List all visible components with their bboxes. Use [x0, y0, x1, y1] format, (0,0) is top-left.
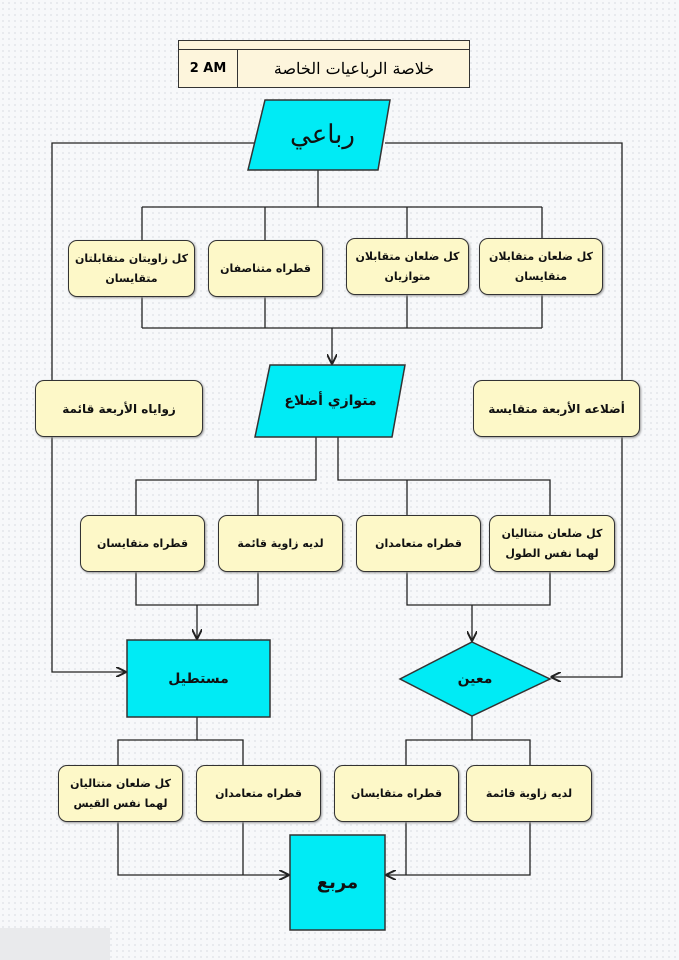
square-shape: [289, 834, 386, 931]
property-box: قطراه متناصفان: [208, 240, 323, 297]
rhombus-label: معين: [457, 671, 493, 687]
property-box: كل ضلعان متقابلان متوازيان: [346, 238, 469, 295]
parallelogram-shape: [254, 364, 406, 438]
property-box: قطراه متقايسان: [80, 515, 205, 572]
title-top-row: [179, 41, 469, 50]
quadrilateral-label: رباعي: [290, 120, 355, 150]
title-table: 2 AM خلاصة الرباعيات الخاصة: [178, 40, 470, 88]
property-box: قطراه متقايسان: [334, 765, 459, 822]
level-label: 2 AM: [179, 49, 238, 87]
property-box: قطراه متعامدان: [356, 515, 481, 572]
property-box: لديه زاوية قائمة: [218, 515, 343, 572]
property-box: كل زاويتان متقابلتان متقايسان: [68, 240, 195, 297]
square-label: مربع: [316, 872, 359, 893]
property-box: لديه زاوية قائمة: [466, 765, 592, 822]
property-box: قطراه متعامدان: [196, 765, 321, 822]
rectangle-label: مستطيل: [168, 670, 229, 687]
property-box: كل ضلعان متتاليان لهما نفس القيس: [58, 765, 183, 822]
page-title: خلاصة الرباعيات الخاصة: [273, 58, 435, 78]
side-property-left: زواياه الأربعة قائمة: [35, 380, 203, 437]
quadrilateral-shape: [247, 99, 391, 171]
property-box: كل ضلعان متتاليان لهما نفس الطول: [489, 515, 615, 572]
corner-patch: [0, 928, 110, 960]
rectangle-shape: [126, 639, 271, 718]
side-property-right: أضلاعه الأربعة متقايسة: [473, 380, 640, 437]
parallelogram-label: متوازي أضلاع: [284, 393, 377, 409]
rhombus-shape: [398, 641, 552, 717]
property-box: كل ضلعان متقابلان متقايسان: [479, 238, 603, 295]
